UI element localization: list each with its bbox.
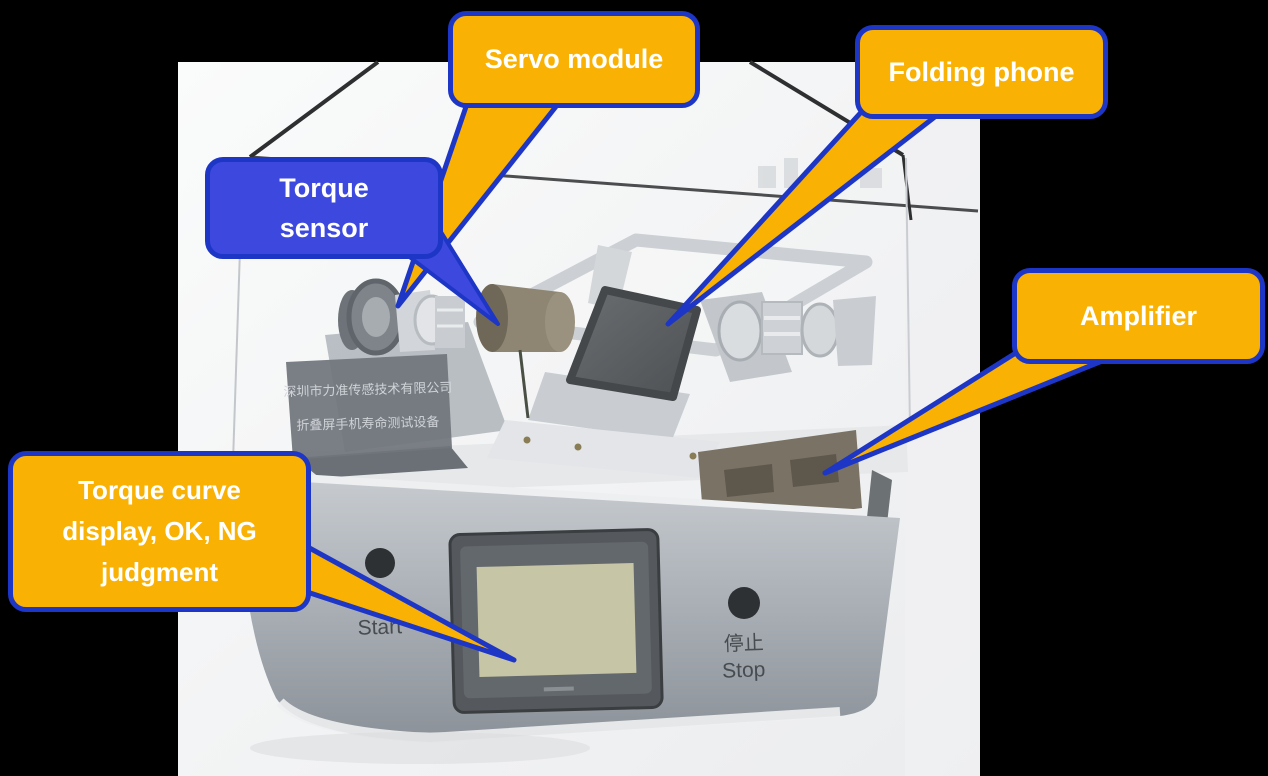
company-plate: 深圳市力准传感技术有限公司 折叠屏手机寿命测试设备 (283, 354, 468, 478)
stop-label-cn: 停止 (723, 631, 764, 655)
hmi-display (448, 528, 664, 714)
torque-curve-label: Torque curve display, OK, NG judgment (62, 475, 257, 587)
hmi-brand-mark (543, 686, 574, 692)
right-clamp-hardware (700, 292, 876, 382)
plate-line1: 深圳市力准传感技术有限公司 (283, 380, 452, 399)
plate-line2: 折叠屏手机寿命测试设备 (296, 414, 439, 433)
folding-phone-hardware (487, 286, 720, 478)
amplifier-label: Amplifier (1079, 300, 1198, 331)
torque-sensor-label: Torque sensor (279, 172, 369, 244)
torque-curve-callout: Torque curve display, OK, NG judgment (8, 451, 311, 612)
torque-sensor-callout: Torque sensor (205, 157, 443, 259)
stop-button (728, 587, 760, 619)
torque-sensor-hardware (338, 278, 465, 356)
folding-phone-callout: Folding phone (855, 25, 1108, 119)
floor-shadow (250, 732, 590, 764)
amplifier-callout: Amplifier (1012, 268, 1265, 364)
servo-module-callout: Servo module (448, 11, 700, 108)
hmi-screen (476, 562, 637, 678)
start-button (365, 548, 395, 578)
stop-label-en: Stop (722, 658, 766, 682)
front-panel: Start 停止 Stop (357, 548, 766, 683)
folding-phone-label: Folding phone (888, 56, 1075, 87)
servo-module-label: Servo module (484, 44, 664, 74)
photo-right-strip (905, 120, 980, 776)
servo-module-hardware (476, 284, 575, 419)
